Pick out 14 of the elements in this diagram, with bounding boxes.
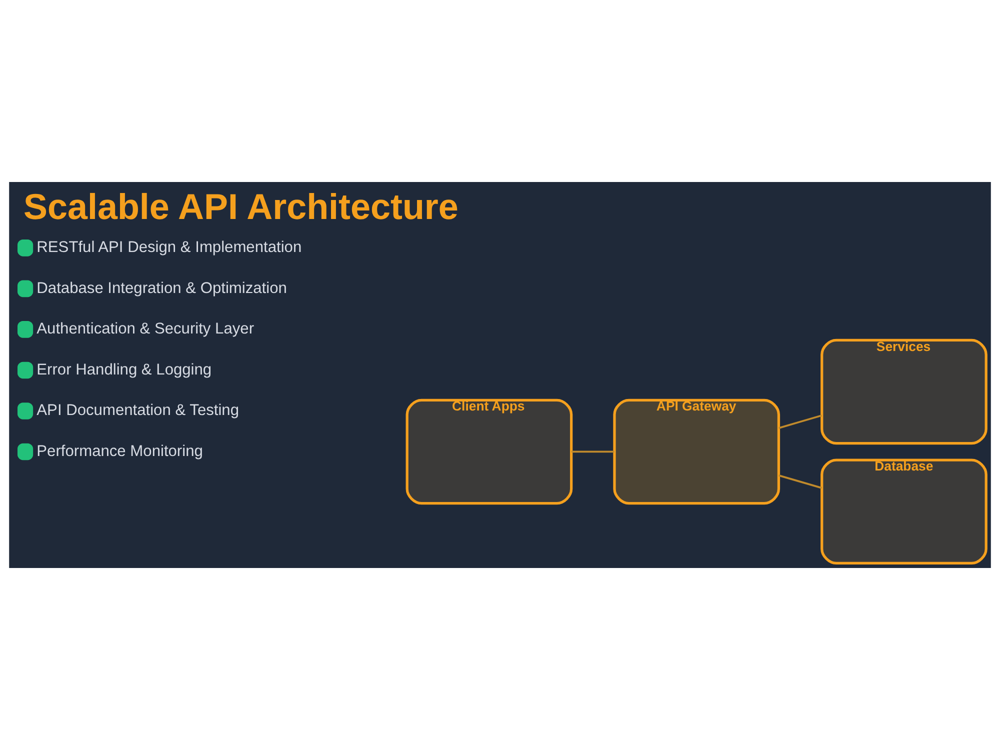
connector [571,450,614,453]
connector [778,414,822,429]
diagram-title: Scalable API Architecture [23,186,458,228]
label: Authentication & Security Layer [36,320,254,338]
label: RESTful API Design & Implementation [36,239,302,256]
node-box: Database [820,458,988,565]
node-box: Client Apps [406,398,573,505]
node-box: API Gateway [613,398,780,505]
label: Performance Monitoring [36,442,203,460]
connector [778,474,822,489]
node-box: Services [820,338,988,445]
label: Database Integration & Optimization [36,280,287,297]
label: Error Handling & Logging [36,361,212,378]
label: API Documentation & Testing [36,402,240,420]
